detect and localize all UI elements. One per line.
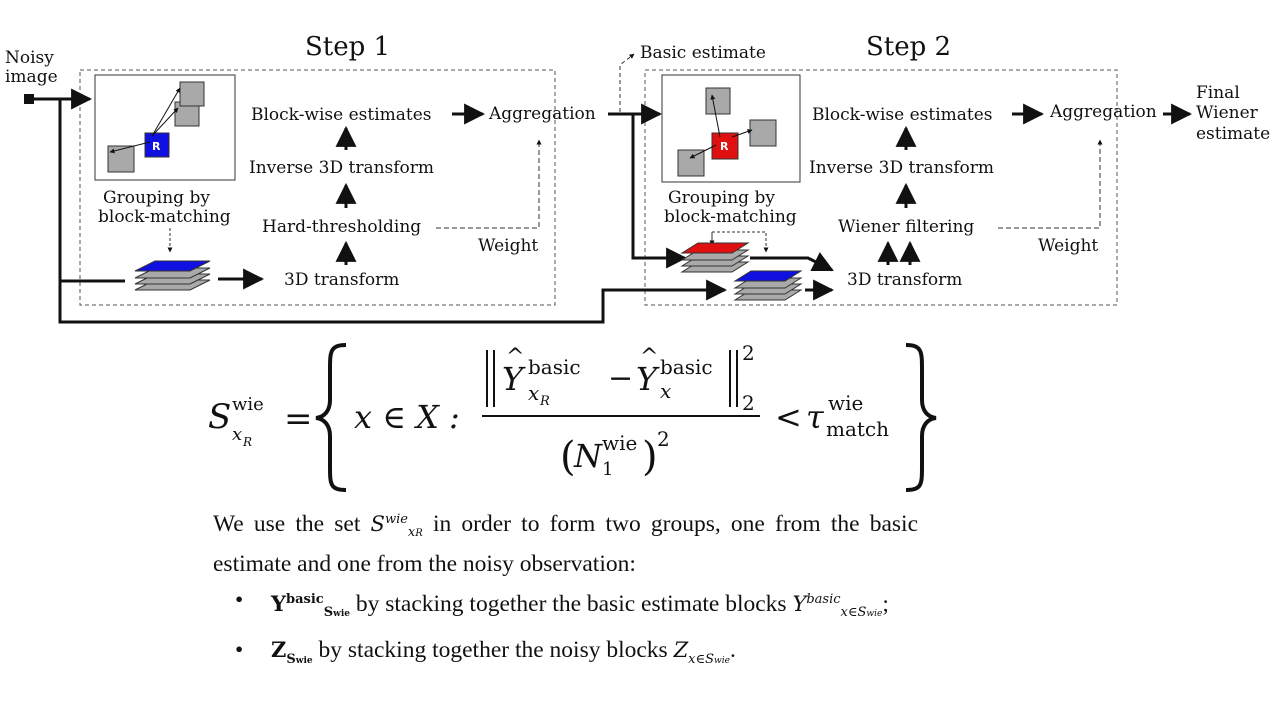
step2-frame bbox=[644, 69, 1118, 306]
bm3d-flow-diagram: Step 1 Step 2 Noisy image R Grouping by … bbox=[5, 32, 1270, 324]
step2-basic-stack bbox=[680, 242, 750, 273]
formula-left-brace bbox=[315, 343, 347, 492]
bullet: • bbox=[235, 637, 244, 664]
basic-to-stack2-arrow bbox=[631, 114, 688, 269]
step2-grouping-line1: Grouping by bbox=[668, 188, 775, 208]
formula-norm-sub: 2 bbox=[742, 391, 755, 415]
intro-text-2: in order to form two groups, one from th… bbox=[213, 511, 918, 578]
step2-grouping-line2: block-matching bbox=[664, 207, 797, 227]
step1-frame bbox=[79, 69, 556, 306]
step1-reference-label: R bbox=[152, 140, 161, 153]
formula-lhs-sub-x: x bbox=[232, 424, 242, 445]
step1-weight-line bbox=[436, 139, 542, 229]
list-item: • YbasicSwie by stacking together the ba… bbox=[235, 587, 889, 621]
step2-link bbox=[731, 129, 753, 138]
step1-link bbox=[151, 107, 179, 137]
step2-transform: 3D transform bbox=[847, 270, 962, 290]
formula-Y1-sub-R: R bbox=[539, 394, 550, 409]
step1-grouping-line1: Grouping by bbox=[103, 188, 210, 208]
formula-N: N bbox=[573, 437, 603, 475]
bullet1-symbol: YbasicSwie bbox=[271, 591, 350, 621]
formula-lhs-sup: wie bbox=[232, 394, 264, 415]
step1-block-stack bbox=[134, 260, 211, 291]
formula-Y1: Y bbox=[502, 360, 526, 398]
bullet: • bbox=[235, 587, 244, 614]
formula-Y2-sub: x bbox=[660, 379, 671, 403]
formula-tau-sup: wie bbox=[828, 391, 863, 415]
output-line2: Wiener bbox=[1196, 103, 1259, 123]
wiener-grouping-formula: S wie x R = x ∈ X : Y ^ basic x R − Y ^ … bbox=[208, 341, 937, 492]
formula-Y2-sup: basic bbox=[660, 355, 713, 379]
step2-match-block bbox=[749, 119, 777, 147]
step1-reference-block bbox=[144, 132, 170, 158]
formula-N-sup: wie bbox=[602, 431, 637, 455]
formula-Y1-sup: basic bbox=[528, 355, 581, 379]
basic-estimate-dashed bbox=[619, 53, 635, 112]
step2-block-wise: Block-wise estimates bbox=[812, 105, 993, 125]
step2-link bbox=[689, 144, 717, 159]
step1-match-block bbox=[179, 81, 205, 107]
step2-wiener: Wiener filtering bbox=[838, 217, 974, 237]
bullet1-text: by stacking together the basic estimate … bbox=[355, 591, 787, 618]
intro-text-1: We use the set bbox=[213, 511, 361, 537]
formula-tau-sub: match bbox=[826, 417, 889, 441]
step2-weight: Weight bbox=[1038, 236, 1098, 256]
stack2a-to-transform-arrow bbox=[750, 252, 834, 272]
step1-match-block bbox=[107, 145, 135, 173]
input-label-line1: Noisy bbox=[5, 48, 54, 68]
step1-aggregation: Aggregation bbox=[488, 104, 596, 124]
formula-lhs-sub-R: R bbox=[242, 435, 252, 449]
step2-noisy-stack bbox=[733, 270, 803, 301]
step2-aggregation: Aggregation bbox=[1049, 102, 1157, 122]
formula-N-sub: 1 bbox=[602, 459, 613, 480]
step2-title: Step 2 bbox=[866, 32, 951, 62]
bullet2-symbol: ZSwie bbox=[271, 637, 313, 667]
step2-match-block bbox=[705, 87, 731, 115]
step1-weight: Weight bbox=[478, 236, 538, 256]
description-block: We use the set SwiexR in order to form t… bbox=[213, 505, 918, 676]
step2-link bbox=[710, 94, 721, 138]
step1-threshold: Hard-thresholding bbox=[262, 217, 421, 237]
input-node bbox=[24, 94, 34, 104]
formula-Y2: Y bbox=[636, 360, 660, 398]
step1-grouping-line2: block-matching bbox=[98, 207, 231, 227]
step1-link bbox=[151, 87, 181, 137]
formula-den-lparen: ( bbox=[560, 434, 576, 480]
step1-transform: 3D transform bbox=[284, 270, 399, 290]
formula-lhs: S bbox=[208, 397, 231, 437]
bullet2-blocks-symbol: Zx∈Swie bbox=[673, 638, 730, 667]
input-label-line2: image bbox=[5, 67, 58, 87]
formula-lt: < bbox=[775, 398, 802, 436]
bullet2-text: by stacking together the noisy blocks bbox=[318, 637, 668, 664]
formula-norm-exp: 2 bbox=[742, 341, 755, 365]
step2-match-block bbox=[677, 149, 705, 177]
formula-minus: − bbox=[608, 361, 633, 396]
formula-tau: τ bbox=[806, 398, 825, 436]
formula-right-brace bbox=[905, 343, 937, 492]
intro-paragraph: We use the set SwiexR in order to form t… bbox=[213, 505, 918, 579]
intro-set-symbol: SwiexR bbox=[370, 512, 423, 541]
formula-set-member: x ∈ X : bbox=[354, 398, 460, 436]
formula-Y1-hat: ^ bbox=[506, 345, 524, 370]
output-line1: Final bbox=[1196, 83, 1240, 103]
step1-title: Step 1 bbox=[305, 32, 390, 62]
step1-block-wise: Block-wise estimates bbox=[251, 105, 432, 125]
bullet1-blocks-symbol: Ybasicx∈Swie bbox=[792, 592, 883, 621]
basic-estimate-label: Basic estimate bbox=[640, 43, 766, 63]
list-item: • ZSwie by stacking together the noisy b… bbox=[235, 637, 736, 667]
input-trunk-line bbox=[58, 99, 728, 324]
step1-link bbox=[109, 141, 151, 154]
formula-equals: = bbox=[284, 399, 313, 439]
formula-Y2-hat: ^ bbox=[640, 345, 658, 370]
step2-reference-block bbox=[711, 132, 739, 160]
step2-weight-line bbox=[998, 139, 1103, 229]
step2-reference-label: R bbox=[720, 140, 729, 153]
output-line3: estimate bbox=[1196, 124, 1270, 144]
formula-den-exp: 2 bbox=[657, 427, 670, 451]
step1-inverse: Inverse 3D transform bbox=[249, 158, 434, 178]
step2-inverse: Inverse 3D transform bbox=[809, 158, 994, 178]
group-list: • YbasicSwie by stacking together the ba… bbox=[213, 585, 918, 675]
formula-Y1-sub-x: x bbox=[528, 381, 539, 405]
formula-den-rparen: ) bbox=[642, 434, 658, 480]
